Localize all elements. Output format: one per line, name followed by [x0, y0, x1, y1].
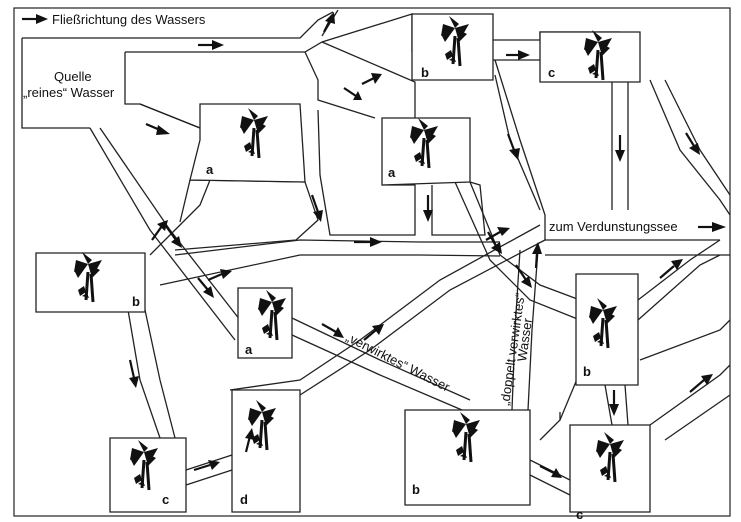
- flow-arrow-icon: [423, 195, 433, 222]
- plot-letter: c: [162, 492, 169, 507]
- flow-arrow-icon: [151, 220, 168, 241]
- plot-letter: a: [206, 162, 214, 177]
- flow-arrow-icon: [689, 374, 713, 393]
- plot-letter: d: [240, 492, 248, 507]
- flow-arrow-icon: [363, 324, 384, 341]
- plot-5: b: [35, 250, 146, 313]
- legend-label: Fließrichtung des Wassers: [52, 12, 206, 27]
- plot-letter: c: [576, 507, 583, 522]
- plot-4: a: [381, 116, 471, 186]
- flow-arrow-icon: [128, 359, 139, 388]
- flow-arrow-icon: [539, 465, 562, 478]
- flow-arrow-icon: [198, 40, 224, 50]
- flow-arrow-icon: [165, 225, 182, 248]
- arrow-right-icon: [22, 14, 48, 24]
- plot-letter: a: [388, 165, 396, 180]
- plot-letter: b: [412, 482, 420, 497]
- flow-arrow-icon: [361, 73, 382, 85]
- plot-7: b: [575, 273, 639, 386]
- plot-10: b: [404, 409, 531, 506]
- plot-11: c: [569, 424, 651, 522]
- flow-arrow-icon: [197, 277, 214, 298]
- plot-letter: b: [421, 65, 429, 80]
- flow-arrow-icon: [659, 259, 683, 279]
- diagram-frame: [13, 7, 731, 517]
- tangled-water-label: „verwirktes“ Wasser: [344, 329, 453, 395]
- flow-arrow-icon: [532, 242, 542, 269]
- plot-6: a: [237, 287, 293, 359]
- flow-arrow-icon: [343, 87, 362, 100]
- flow-arrow-icon: [487, 231, 502, 254]
- flow-arrow-icon: [609, 390, 619, 416]
- sink-label: zum Verdunstungssee: [549, 219, 678, 234]
- legend: Fließrichtung des Wassers: [22, 12, 206, 27]
- flow-arrow-icon: [310, 194, 323, 222]
- flow-arrow-icon: [685, 132, 700, 155]
- double-tangled-water-label-2: Wasser: [514, 317, 535, 363]
- source-subtitle: „reines“ Wasser: [23, 85, 115, 100]
- flow-arrow-icon: [321, 323, 344, 338]
- plot-letter: a: [245, 342, 253, 357]
- flow-arrow-icon: [354, 237, 382, 247]
- arrow-right-icon: [698, 222, 726, 232]
- plot-letter: c: [548, 65, 555, 80]
- plot-1: b: [411, 13, 494, 81]
- sink-label-group: zum Verdunstungssee: [549, 219, 726, 234]
- source-block: Quelle „reines“ Wasser: [23, 69, 115, 100]
- flow-arrow-icon: [615, 135, 625, 162]
- flow-arrow-icon: [323, 12, 335, 33]
- flow-arrow-icon: [193, 460, 220, 472]
- plot-2: c: [539, 28, 641, 83]
- plot-letter: b: [583, 364, 591, 379]
- plot-9: d: [231, 389, 301, 513]
- flow-arrow-icon: [145, 122, 170, 135]
- flow-arrows: [128, 12, 713, 478]
- flow-arrow-icon: [506, 133, 520, 160]
- flow-arrow-icon: [515, 264, 532, 288]
- flow-arrow-icon: [485, 227, 510, 241]
- plot-letter: b: [132, 294, 140, 309]
- flow-arrow-icon: [244, 428, 255, 453]
- flow-arrow-icon: [506, 50, 530, 60]
- plot-8: c: [109, 437, 187, 513]
- flow-arrow-icon: [207, 269, 232, 282]
- plot-3: a: [189, 103, 306, 183]
- source-title: Quelle: [54, 69, 92, 84]
